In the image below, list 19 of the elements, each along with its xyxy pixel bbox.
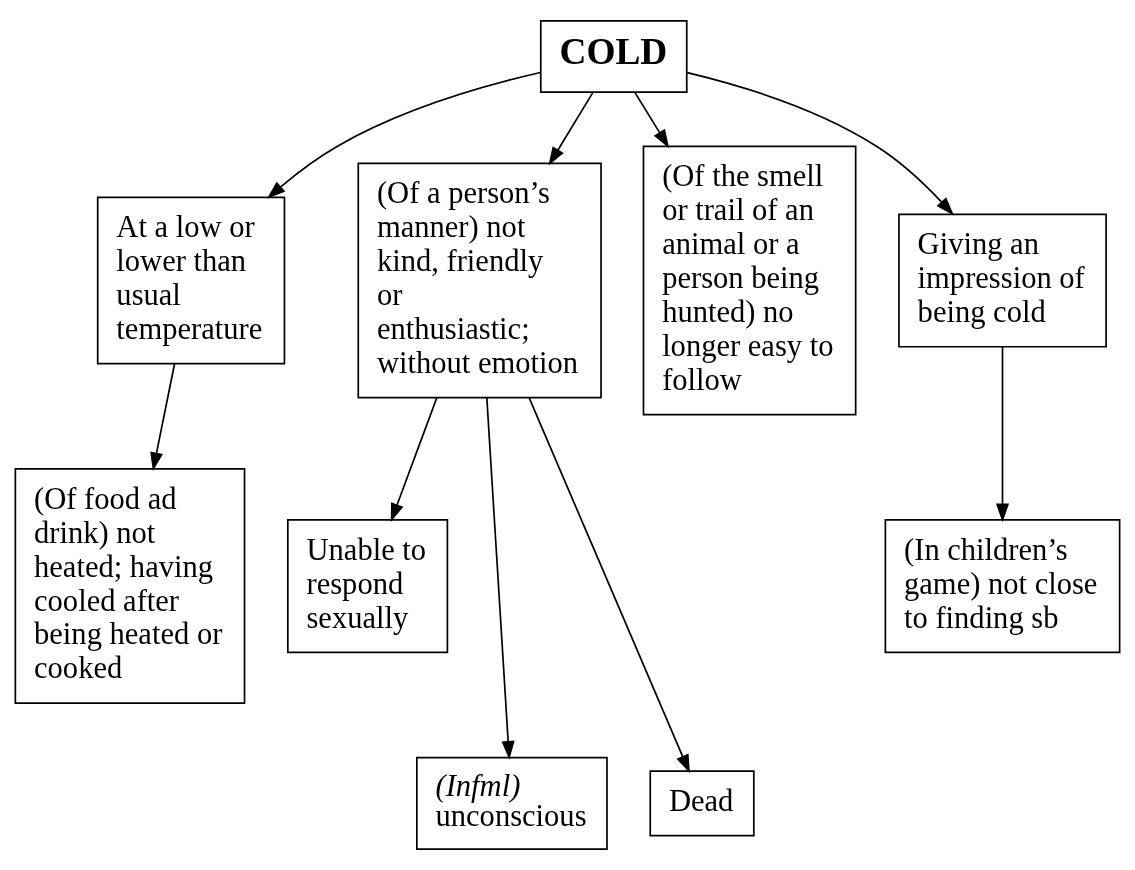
node-box: (Of a person’s manner) not kind, friendly or enthusiastic; without emotion [357, 162, 602, 399]
arrow [150, 363, 176, 472]
node-box: (Infml) unconscious [416, 756, 608, 851]
arrow [528, 397, 690, 774]
node-box: Dead [649, 770, 755, 837]
node-box: (In children’s game) not close to finding sb [884, 519, 1121, 654]
arrow [633, 91, 670, 149]
node-box: Unable to respond sexually [286, 519, 449, 654]
node-box: (Of the smell or trail of an animal or a person being hunted) no longer easy to follow [642, 145, 857, 416]
node-box: COLD [539, 19, 688, 93]
arrow [266, 71, 542, 199]
arrow [686, 71, 954, 216]
arrow [486, 397, 515, 760]
arrow [995, 346, 1010, 523]
node-box: At a low or lower than usual temperature [96, 196, 286, 365]
node-box: (Of food ad drink) not heated; having cooled after being heated or cooked [14, 468, 246, 705]
arrow [548, 91, 594, 166]
arrow [390, 396, 438, 523]
node-box: Giving an impression of being cold [898, 213, 1107, 348]
